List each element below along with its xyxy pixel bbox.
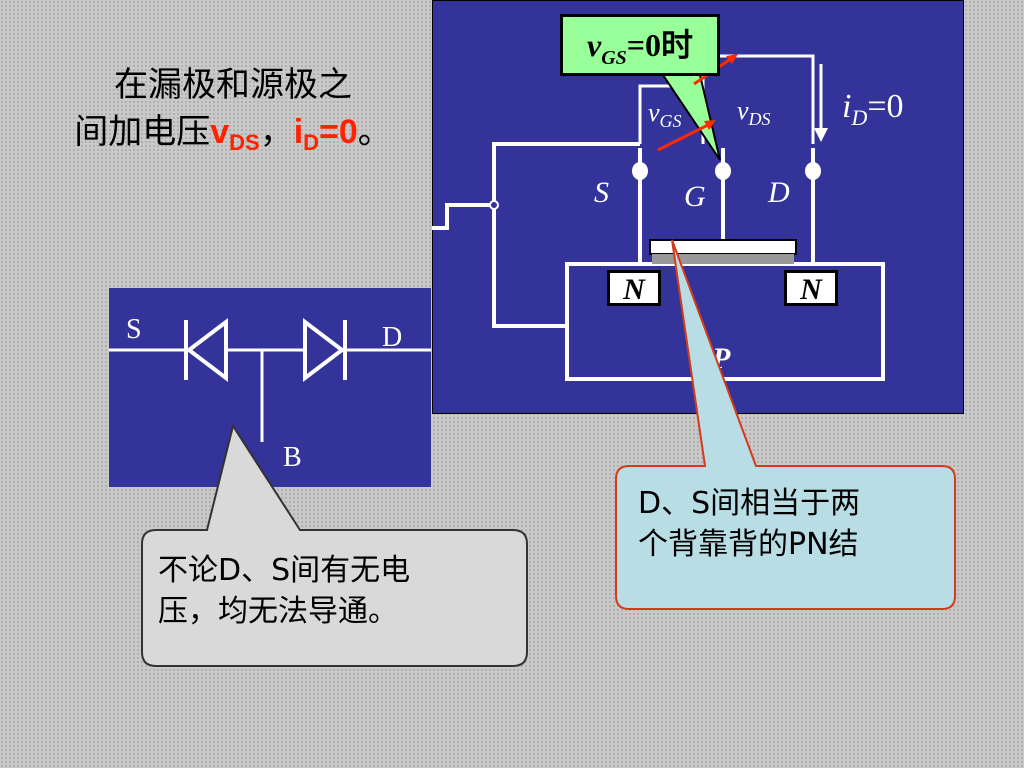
heading-vds: vDS <box>210 113 260 155</box>
diode-right <box>303 317 346 383</box>
drain-terminal-dot <box>805 162 821 180</box>
diode-label-s: S <box>126 314 142 345</box>
vds-label: vDS <box>737 96 771 130</box>
heading-period: 。 <box>357 112 392 152</box>
source-terminal-dot <box>632 162 648 180</box>
gate-oxide <box>652 254 794 264</box>
id-label: iD=0 <box>842 88 904 130</box>
heading-id: iD=0 <box>293 113 358 155</box>
body-terminal-wire <box>432 203 494 230</box>
gate-terminal-dot <box>715 162 731 180</box>
heading-text: 在漏极和源极之 间加电压vDS，iD=0。 <box>28 62 438 166</box>
vgs-zero-box: vGS=0时 <box>560 14 720 76</box>
heading-line1: 在漏极和源极之 <box>114 65 352 105</box>
terminal-g-label: G <box>684 180 706 213</box>
diode-panel <box>109 288 431 487</box>
source-body-wire <box>492 142 640 328</box>
left-callout-text: 不论D、S间有无电 压，均无法导通。 <box>158 550 410 632</box>
heading-comma: ， <box>259 112 294 152</box>
n-region-right: N <box>784 270 838 306</box>
vgs-red-arrow <box>657 122 711 152</box>
id-arrowhead <box>814 128 828 142</box>
vgs-label: vGS <box>648 98 682 132</box>
diode-label-d: D <box>382 322 403 353</box>
diode-label-b: B <box>283 442 302 473</box>
n-region-left: N <box>607 270 661 306</box>
vgs-red-arrowhead <box>704 120 716 130</box>
heading-line2-prefix: 间加电压 <box>74 112 211 152</box>
left-callout-line1: 不论D、S间有无电 <box>158 553 411 588</box>
diode-left <box>185 317 228 383</box>
left-callout-line2: 压，均无法导通。 <box>158 594 398 629</box>
body-node <box>489 200 499 210</box>
vds-red-arrowhead <box>726 54 738 64</box>
terminal-d-label: D <box>768 176 790 209</box>
terminal-s-label: S <box>594 176 609 209</box>
right-callout-line2: 个背靠背的PN结 <box>638 527 859 562</box>
left-callout-shape <box>141 423 528 667</box>
right-callout-line1: D、S间相当于两 <box>638 486 861 521</box>
green-callout-pointer <box>661 74 721 161</box>
right-callout-text: D、S间相当于两 个背靠背的PN结 <box>638 483 860 565</box>
right-callout-shape <box>615 239 956 610</box>
